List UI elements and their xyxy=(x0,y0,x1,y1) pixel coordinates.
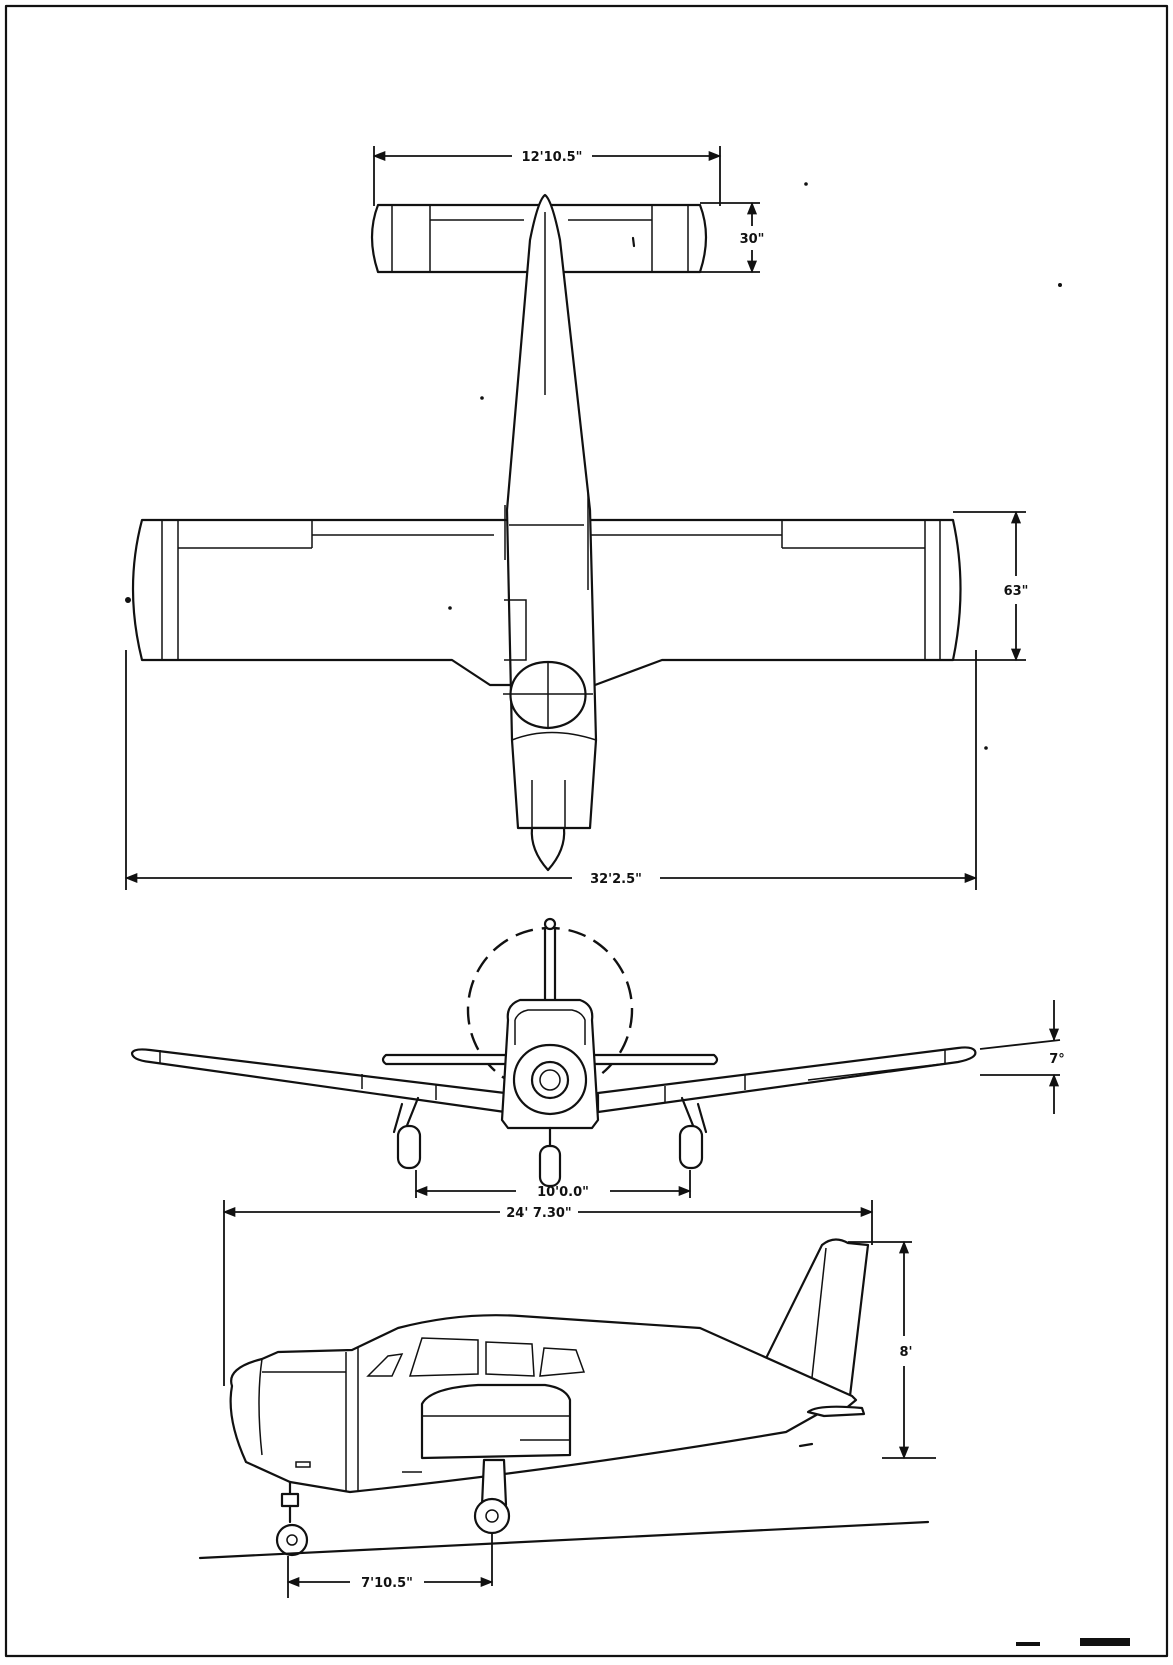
wheelbase-label: 7'10.5" xyxy=(361,1576,413,1591)
scan-speck xyxy=(1016,1642,1040,1646)
front-view-vertical-fin xyxy=(543,917,557,1012)
dim-wing-chord: 63" xyxy=(953,510,1029,662)
front-view-fuselage xyxy=(500,998,600,1130)
top-view: 12'10.5" 30" 63" 32'2.5" xyxy=(124,146,1029,890)
side-view-ground-line xyxy=(198,1520,930,1560)
scan-speck xyxy=(480,396,484,400)
scan-speck xyxy=(1080,1638,1130,1646)
top-view-fuselage xyxy=(503,193,598,872)
wing-span-label: 32'2.5" xyxy=(590,872,642,887)
side-view-wing-root xyxy=(402,1383,572,1473)
side-view-cabin-windows xyxy=(366,1337,586,1377)
side-view-nose-gear xyxy=(275,1480,309,1557)
side-view-horizontal-stabilizer xyxy=(806,1405,866,1418)
front-view-wings xyxy=(130,1046,977,1114)
dim-stabilizer-chord: 30" xyxy=(700,201,765,274)
overall-length-label: 24' 7.30" xyxy=(506,1206,571,1221)
stabilizer-span-label: 12'10.5" xyxy=(522,150,583,165)
dim-stabilizer-span: 12'10.5" xyxy=(372,146,722,206)
dim-wing-span: 32'2.5" xyxy=(124,650,978,890)
side-view-main-gear xyxy=(473,1458,511,1535)
scan-speck xyxy=(1058,283,1062,287)
dim-main-gear-track: 10'0.0" xyxy=(414,1170,692,1200)
side-view: 24' 7.30" 8' 7'10.5" xyxy=(198,1200,936,1598)
dim-wheelbase: 7'10.5" xyxy=(286,1534,494,1598)
scan-speck xyxy=(804,182,808,186)
main-gear-track-label: 10'0.0" xyxy=(537,1185,589,1200)
sheet-border xyxy=(4,4,1169,1658)
scan-speck xyxy=(984,746,988,750)
dim-dihedral: 7° xyxy=(979,1000,1065,1114)
front-view-landing-gear xyxy=(392,1096,708,1188)
dim-height: 8' xyxy=(848,1240,936,1460)
dihedral-label: 7° xyxy=(1049,1052,1065,1067)
wing-chord-label: 63" xyxy=(1004,584,1029,599)
scan-speck xyxy=(448,606,452,610)
height-label: 8' xyxy=(899,1345,912,1360)
stabilizer-chord-label: 30" xyxy=(740,232,765,247)
front-view: 7° 10'0.0" xyxy=(130,917,1065,1200)
dim-overall-length: 24' 7.30" xyxy=(222,1200,874,1386)
